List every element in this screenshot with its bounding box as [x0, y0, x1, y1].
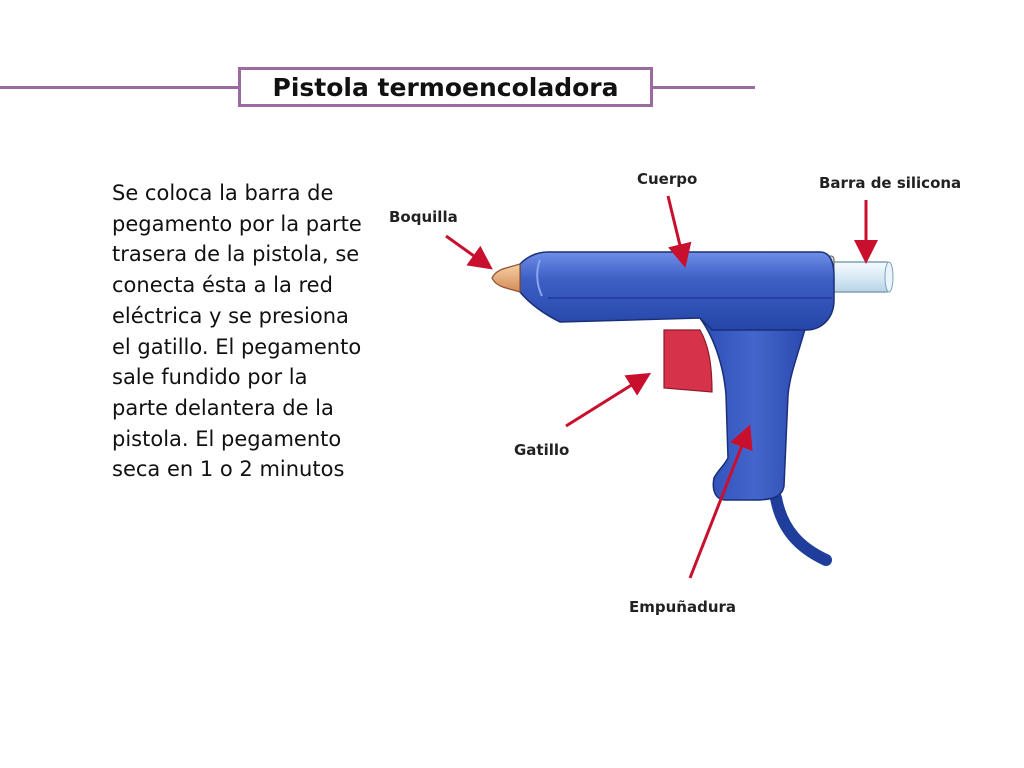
label-empunadura: Empuñadura [629, 598, 737, 616]
label-barra-de-silicona: Barra de silicona [819, 174, 962, 192]
trigger [663, 329, 713, 393]
label-boquilla: Boquilla [389, 208, 458, 226]
arrow-cuerpo [666, 195, 692, 268]
gun-body [519, 251, 835, 331]
arrow-gatillo [565, 372, 652, 428]
description-text: Se coloca la barra de pegamento por la p… [112, 181, 362, 482]
slide-title: Pistola termoencoladora [238, 67, 653, 107]
nozzle [491, 263, 521, 293]
title-rule-right [653, 86, 755, 89]
arrow-boquilla [445, 234, 493, 270]
label-cuerpo: Cuerpo [637, 170, 698, 188]
arrow-empunadura [688, 424, 753, 579]
power-cable [770, 492, 832, 566]
label-gatillo: Gatillo [514, 441, 570, 459]
grip [698, 317, 809, 501]
glue-stick [829, 261, 891, 293]
title-rule-left [0, 86, 240, 89]
